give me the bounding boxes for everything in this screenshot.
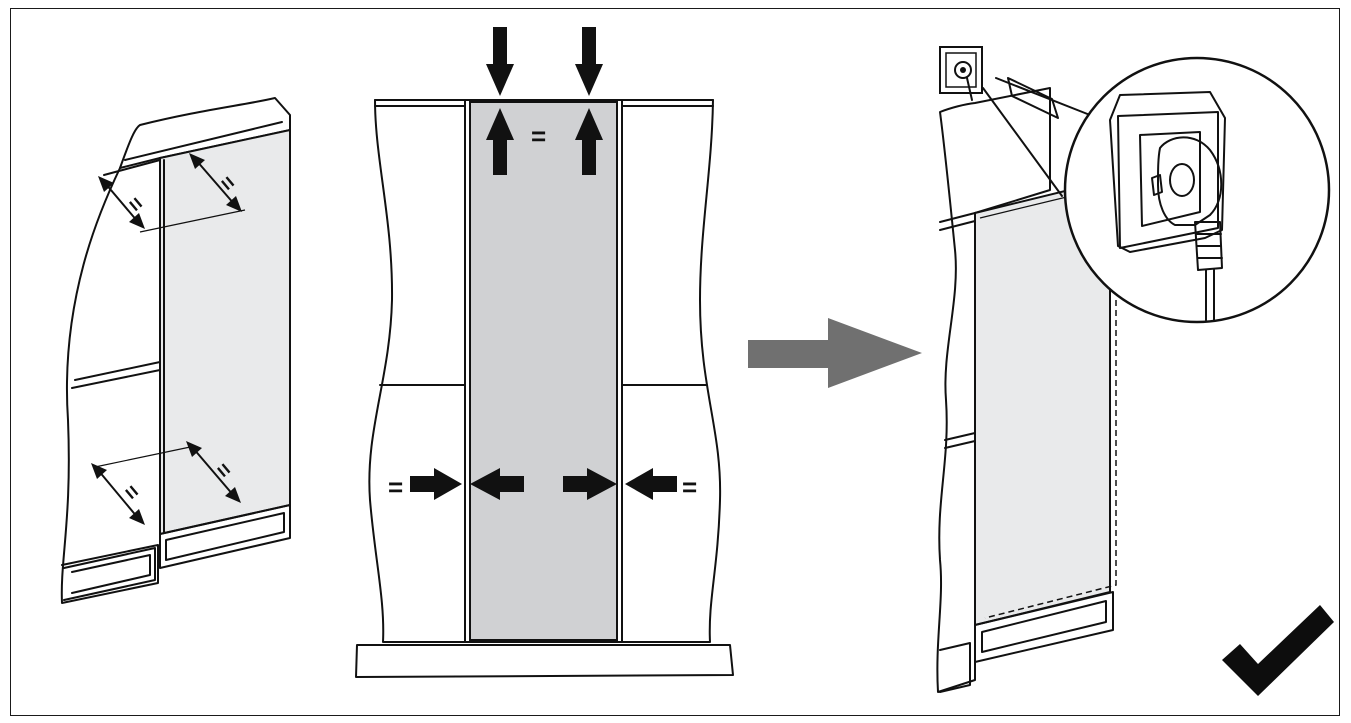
- top-arrows: =: [486, 27, 603, 175]
- panel-result: [936, 46, 1331, 693]
- check-mark-icon: [1222, 605, 1334, 696]
- plug-icon: [1109, 91, 1226, 321]
- equal-mark-left: =: [388, 472, 403, 502]
- zoomed-plug-callout: [1063, 56, 1331, 324]
- wall-socket-icon: [939, 46, 983, 101]
- panel-door-alignment: = = = =: [60, 97, 291, 604]
- equal-mark-right: =: [682, 472, 697, 502]
- installed-cabinet: [936, 87, 1051, 693]
- base-plinth: [355, 644, 734, 678]
- side-arrows: = =: [388, 468, 697, 502]
- right-arrow-icon: [748, 318, 922, 388]
- installed-plinth: [974, 591, 1114, 663]
- equal-mark: =: [118, 479, 145, 505]
- cabinet-side-upper: [71, 159, 161, 389]
- right-cabinet: [621, 99, 722, 643]
- cabinet-top: [119, 97, 291, 169]
- panel-centering: = = =: [355, 27, 734, 678]
- equal-mark: =: [122, 191, 149, 217]
- plinth: [159, 504, 291, 569]
- gap-arrow-lower-left: =: [91, 463, 146, 525]
- equal-mark-top: =: [531, 121, 546, 151]
- cabinet-outline: [60, 157, 161, 604]
- left-cabinet: [368, 99, 466, 643]
